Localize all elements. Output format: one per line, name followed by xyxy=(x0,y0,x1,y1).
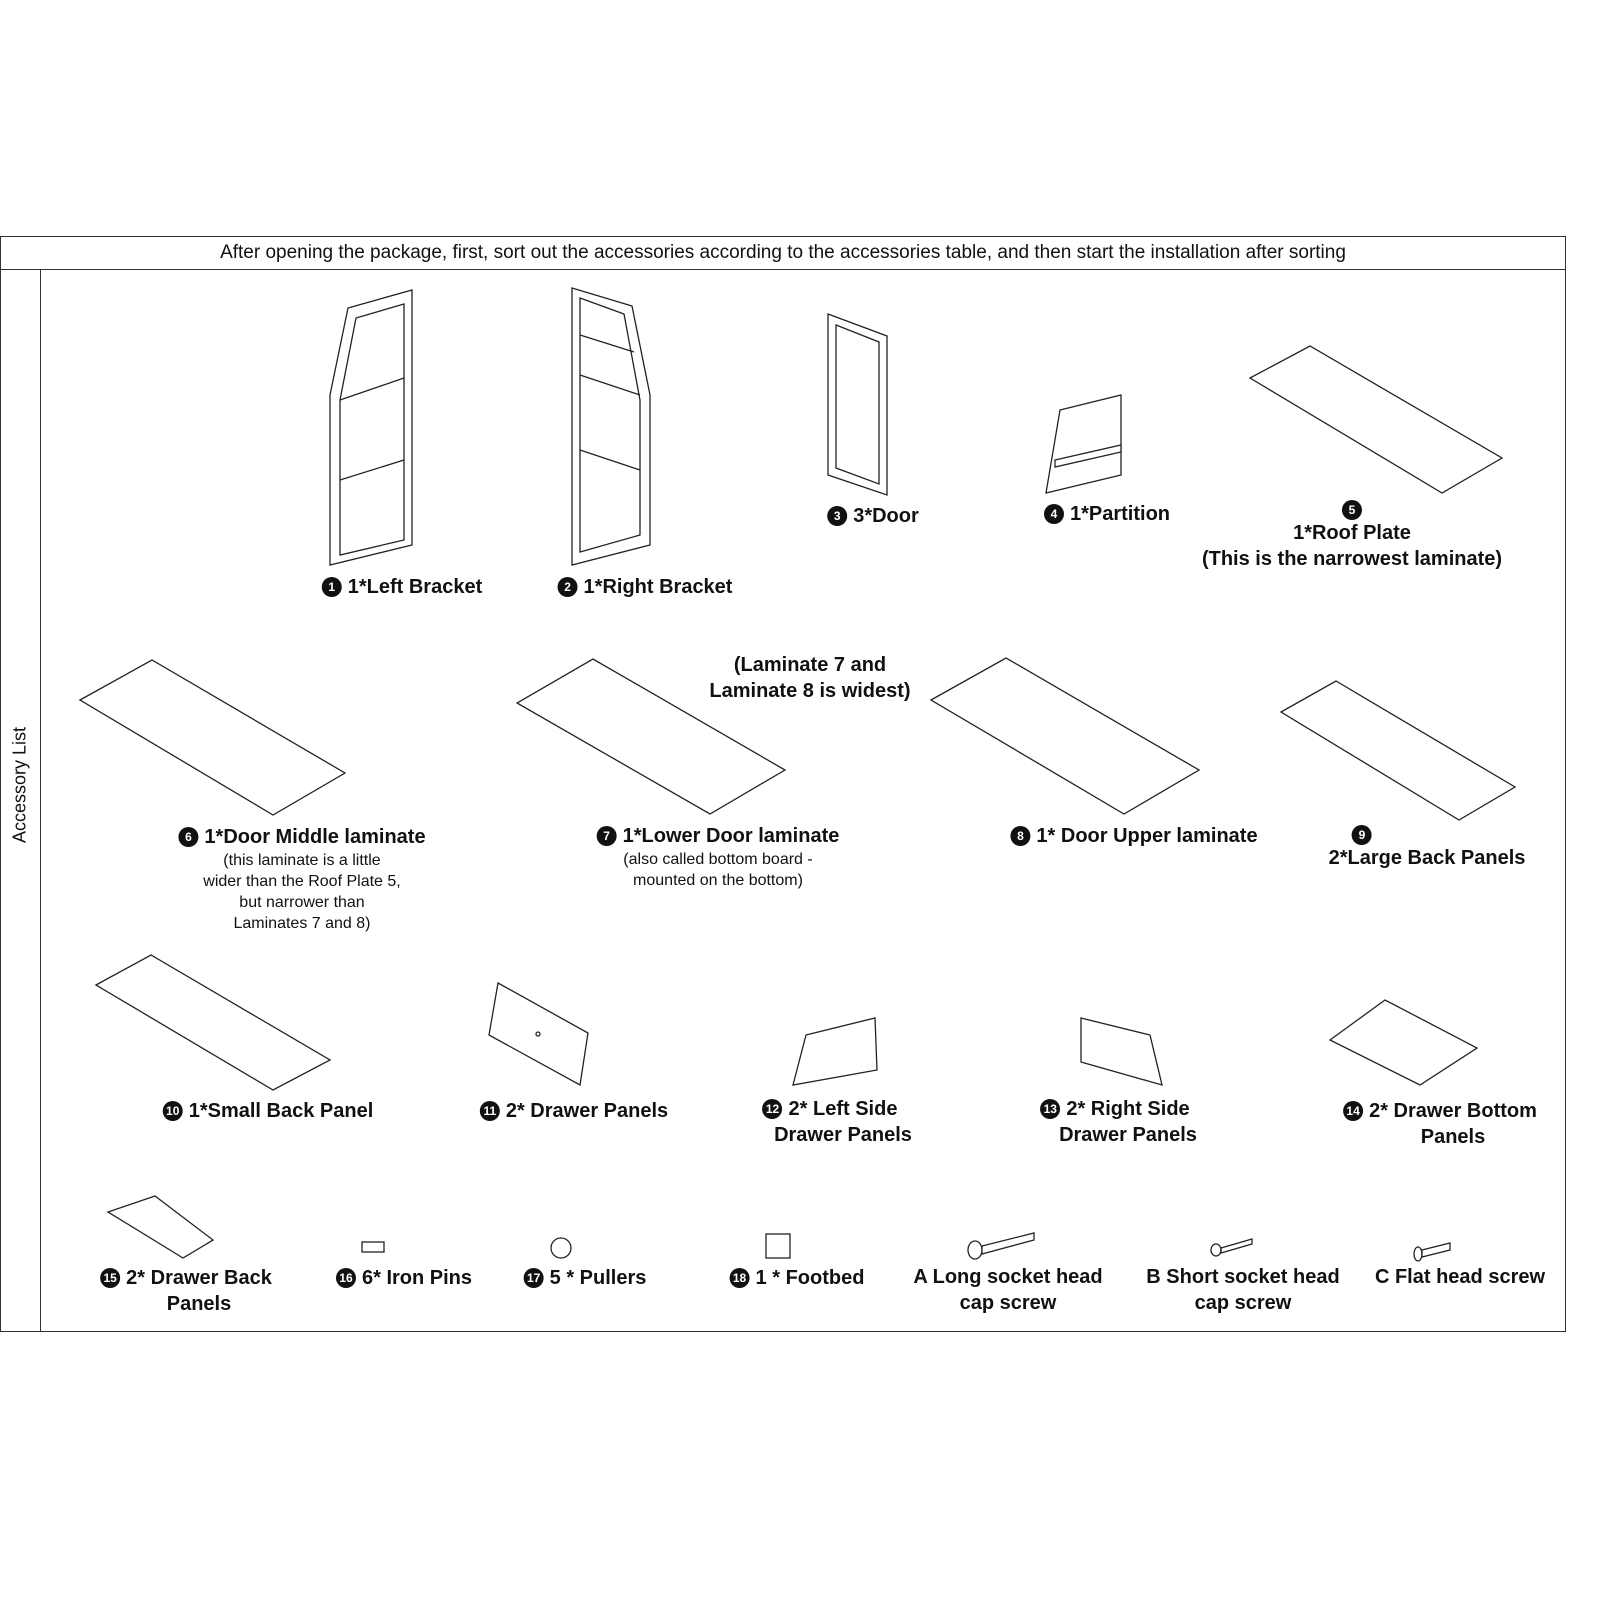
item-number-badge: 4 xyxy=(1043,504,1064,524)
item-label: 1*Door Middle laminate xyxy=(204,826,426,848)
item-label: 1 * Footbed xyxy=(755,1267,865,1289)
flat-screw-drawing xyxy=(1413,1242,1451,1262)
item-long-socket-screw: A Long socket head cap screw xyxy=(913,1264,1102,1316)
item-label: 5 * Pullers xyxy=(549,1267,647,1289)
item-label: 2* Left Side xyxy=(788,1098,898,1120)
footbed-drawing xyxy=(765,1233,791,1259)
item-label: C Flat head screw xyxy=(1374,1266,1546,1288)
item-number-badge: 16 xyxy=(335,1268,356,1288)
item-number-badge: 12 xyxy=(762,1099,783,1119)
right-side-drawer-panel-drawing xyxy=(1080,1017,1163,1086)
item-number-badge: 6 xyxy=(178,827,199,847)
item-number-badge: 7 xyxy=(596,826,617,846)
item-number-badge: 10 xyxy=(162,1101,183,1121)
item-number-badge: 5 xyxy=(1341,500,1362,520)
item-label: Panels xyxy=(166,1293,232,1315)
item-label: 6* Iron Pins xyxy=(361,1267,473,1289)
short-screw-drawing xyxy=(1210,1238,1253,1257)
item-note: (also called bottom board -mounted on th… xyxy=(623,851,813,889)
item-label: cap screw xyxy=(1194,1292,1292,1314)
item-label: A Long socket head xyxy=(913,1266,1103,1288)
item-label: B Short socket head xyxy=(1146,1266,1340,1288)
item-label: 1*Left Bracket xyxy=(347,576,483,598)
large-back-panel-drawing xyxy=(1279,680,1517,821)
item-label: 3*Door xyxy=(853,505,919,527)
note-line: (Laminate 7 and xyxy=(733,654,887,676)
item-number-badge: 1 xyxy=(321,577,342,597)
door-upper-laminate-drawing xyxy=(929,657,1201,815)
small-back-panel-drawing xyxy=(94,954,332,1091)
item-number-badge: 11 xyxy=(479,1101,500,1121)
item-label: 1* Door Upper laminate xyxy=(1036,825,1258,847)
drawer-bottom-panel-drawing xyxy=(1328,999,1479,1086)
partition-drawing xyxy=(1045,394,1122,494)
item-number-badge: 3 xyxy=(827,506,848,526)
left-side-drawer-panel-drawing xyxy=(792,1017,878,1086)
drawer-back-panel-drawing xyxy=(106,1195,215,1259)
door-middle-laminate-drawing xyxy=(78,659,347,816)
item-number-badge: 18 xyxy=(729,1268,750,1288)
item-label: 2*Large Back Panels xyxy=(1328,847,1526,869)
accessory-table-frame xyxy=(0,236,1566,1332)
instruction-header: After opening the package, first, sort o… xyxy=(0,236,1566,270)
item-label: 1*Roof Plate xyxy=(1293,522,1411,544)
widest-laminate-note: (Laminate 7 and Laminate 8 is widest) xyxy=(709,652,910,704)
item-number-badge: 13 xyxy=(1040,1099,1061,1119)
item-number-badge: 8 xyxy=(1010,826,1031,846)
item-label: 2* Drawer Panels xyxy=(505,1100,669,1122)
item-label: 1*Small Back Panel xyxy=(188,1100,374,1122)
left-bracket-drawing xyxy=(329,289,413,566)
item-number-badge: 14 xyxy=(1343,1101,1364,1121)
note-line: Laminate 8 is widest) xyxy=(709,680,911,702)
column-divider xyxy=(40,270,41,1332)
door-drawing xyxy=(827,313,888,496)
item-label: Drawer Panels xyxy=(774,1124,912,1146)
item-label: Panels xyxy=(1420,1126,1486,1148)
iron-pin-drawing xyxy=(361,1241,385,1253)
item-number-badge: 15 xyxy=(100,1268,121,1288)
item-short-socket-screw: B Short socket head cap screw xyxy=(1146,1264,1339,1316)
item-number-badge: 17 xyxy=(523,1268,544,1288)
item-note: (This is the narrowest laminate) xyxy=(1201,548,1503,570)
lower-door-laminate-drawing xyxy=(515,658,787,815)
puller-drawing xyxy=(550,1237,572,1259)
item-label: 2* Right Side xyxy=(1066,1098,1190,1120)
item-label: 2* Drawer Bottom xyxy=(1369,1100,1537,1122)
right-bracket-drawing xyxy=(571,287,651,566)
roof-plate-drawing xyxy=(1248,345,1504,494)
item-label: cap screw xyxy=(959,1292,1057,1314)
item-label: 1*Partition xyxy=(1069,503,1171,525)
long-screw-drawing xyxy=(967,1232,1035,1260)
item-number-badge: 2 xyxy=(557,577,578,597)
item-flat-head-screw: C Flat head screw xyxy=(1375,1264,1545,1290)
item-label: 1*Lower Door laminate xyxy=(622,825,840,847)
item-label: 2* Drawer Back xyxy=(126,1267,272,1289)
drawer-panel-drawing xyxy=(488,981,589,1087)
item-number-badge: 9 xyxy=(1352,825,1372,845)
item-label: 1*Right Bracket xyxy=(583,576,733,598)
item-label: Drawer Panels xyxy=(1059,1124,1197,1146)
